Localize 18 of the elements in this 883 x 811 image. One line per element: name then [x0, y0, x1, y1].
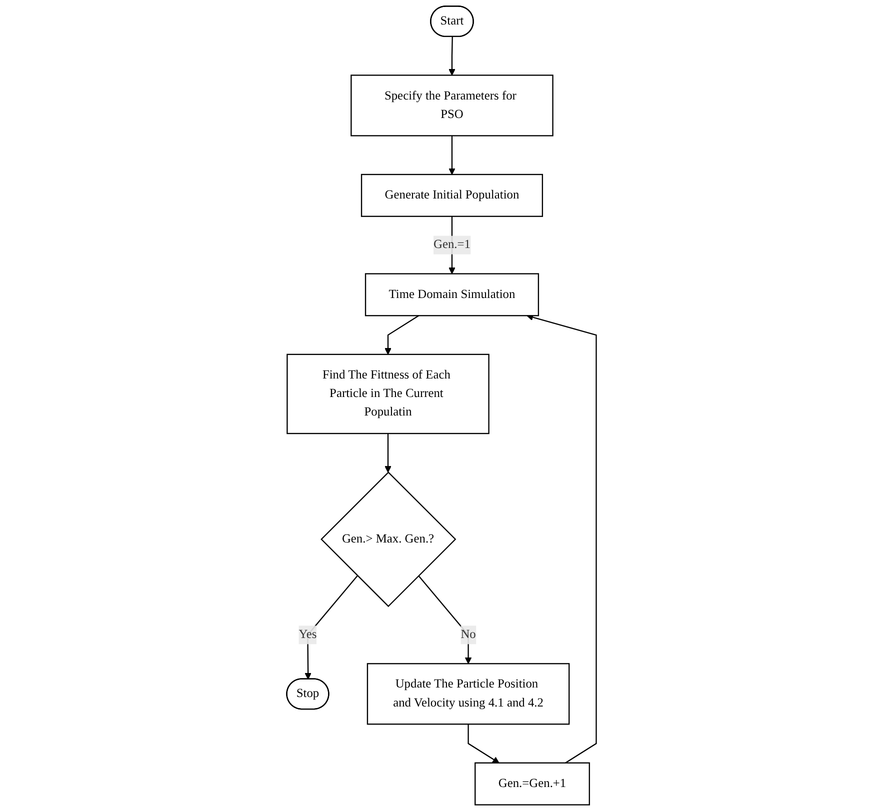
arrow [526, 314, 597, 764]
arrow [448, 36, 456, 76]
node-box: Update The Particle Position and Velocity using 4.1 and 4.2 [366, 663, 570, 725]
edge-label: No [460, 628, 476, 642]
node-box: Gen.=Gen.+1 [474, 762, 590, 806]
node-box: Specify the Parameters for PSO [350, 74, 554, 136]
arrow [384, 315, 420, 355]
node-box: Generate Initial Population [360, 174, 544, 217]
arrow [304, 575, 358, 680]
arrow [384, 434, 392, 473]
edge-label: Gen.=1 [433, 238, 470, 252]
node-diamond: Gen.> Max. Gen.? [320, 471, 456, 608]
node-box: Find The Fittness of Each Particle in The Current Populatin [286, 354, 490, 434]
edge-label: Yes [298, 628, 317, 642]
arrow [418, 575, 472, 664]
arrow [468, 724, 500, 764]
node-box: Time Domain Simulation [364, 273, 540, 316]
arrow [448, 136, 456, 175]
